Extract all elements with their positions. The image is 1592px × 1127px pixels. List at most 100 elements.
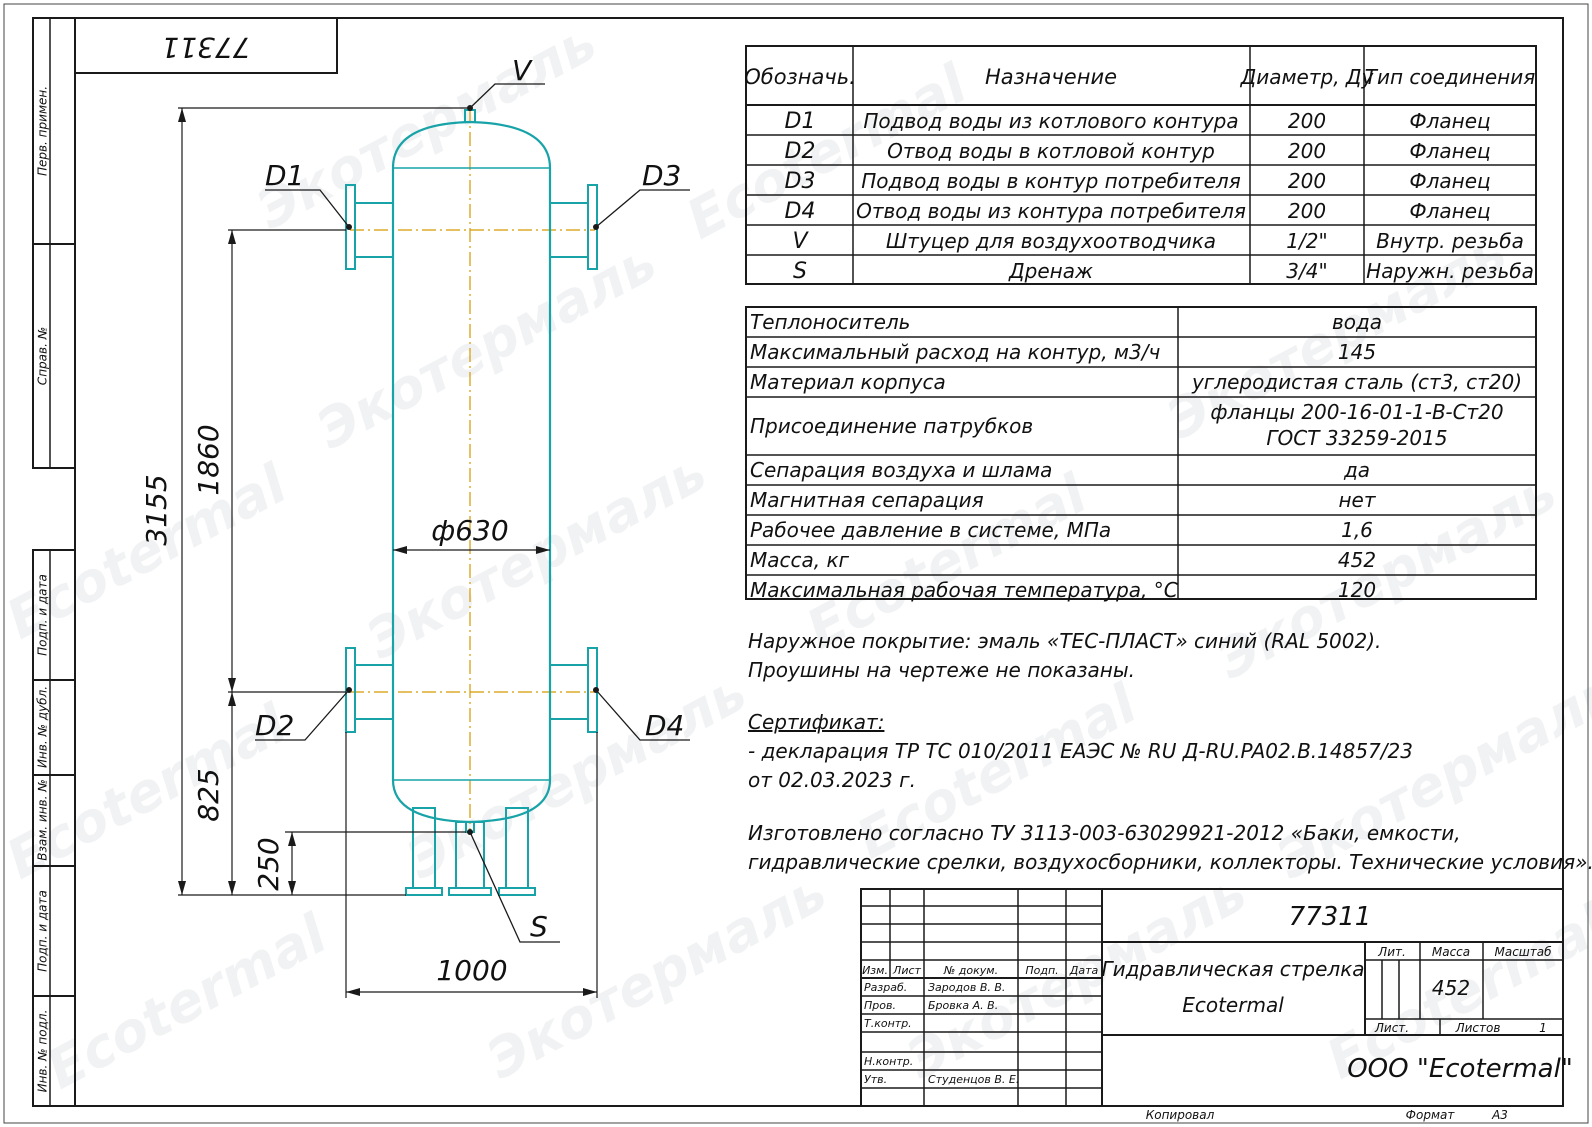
watermark: Экотермаль xyxy=(397,660,757,891)
spec-value: 145 xyxy=(1338,340,1376,364)
side-label: Подп. и дата xyxy=(36,574,50,656)
watermark: Экотермаль xyxy=(247,10,607,241)
spec-label: Максимальный расход на контур, м3/ч xyxy=(750,340,1160,364)
conn-cell: Внутр. резьба xyxy=(1376,229,1524,253)
conn-cell: 1/2" xyxy=(1286,229,1327,253)
company-name: ООО "Ecotermal" xyxy=(1347,1054,1573,1084)
spec-value: да xyxy=(1343,458,1370,482)
conn-cell: 200 xyxy=(1288,199,1326,223)
conn-cell: Подвод воды в контур потребителя xyxy=(861,169,1240,193)
conn-cell: D3 xyxy=(785,169,816,194)
vessel-shell xyxy=(391,120,552,824)
watermark: Ecotermal xyxy=(37,901,338,1101)
conn-cell: 3/4" xyxy=(1286,259,1327,283)
marker-s: S xyxy=(530,910,548,943)
role-label: Утв. xyxy=(864,1073,887,1086)
note-cert-line2: от 02.03.2023 г. xyxy=(748,768,916,792)
conn-cell: Фланец xyxy=(1409,199,1490,223)
spec-value: 1,6 xyxy=(1341,518,1373,542)
col-header: Изм. xyxy=(862,964,888,977)
side-label: Подп. и дата xyxy=(36,890,50,972)
col-header: Дата xyxy=(1069,964,1099,977)
spec-value: 120 xyxy=(1338,578,1376,602)
connections-table: Обозначь. Назначение Диаметр, Ду Тип сое… xyxy=(744,45,1537,285)
spec-value: нет xyxy=(1338,488,1376,512)
sheets-label: Листов xyxy=(1455,1021,1501,1035)
spec-value: 452 xyxy=(1338,548,1376,572)
spec-value: вода xyxy=(1332,310,1382,334)
conn-cell: Дренаж xyxy=(1008,259,1093,283)
conn-cell: Отвод воды в котловой контур xyxy=(887,139,1215,163)
conn-cell: Подвод воды из котлового контура xyxy=(863,109,1238,133)
spec-label: Масса, кг xyxy=(750,548,850,572)
note-cert-title: Сертификат: xyxy=(748,710,884,734)
watermark: Экотермаль xyxy=(1207,460,1567,691)
conn-cell: Отвод воды из контура потребителя xyxy=(856,199,1246,223)
dim-drain: 250 xyxy=(252,837,285,890)
conn-header-purpose: Назначение xyxy=(985,65,1117,89)
marker-d1: D1 xyxy=(265,159,304,192)
note-made1: Изготовлено согласно ТУ 3113-003-6302992… xyxy=(748,821,1461,845)
watermark: Экотермаль xyxy=(307,230,667,461)
col-header: № докум. xyxy=(943,964,998,977)
role-label: Т.контр. xyxy=(864,1017,912,1030)
role-label: Пров. xyxy=(864,999,896,1012)
note-coating: Наружное покрытие: эмаль «ТЕС-ПЛАСТ» син… xyxy=(748,629,1381,653)
title-drawing-number: 77311 xyxy=(1289,902,1372,932)
dim-width: 1000 xyxy=(436,954,507,987)
role-person: Зародов В. В. xyxy=(928,981,1005,994)
conn-cell: 200 xyxy=(1288,169,1326,193)
side-label: Справ. № xyxy=(36,327,50,385)
side-stamp: Перв. примен. Справ. № Подп. и дата Инв.… xyxy=(32,17,76,1107)
spec-label: Рабочее давление в системе, МПа xyxy=(750,518,1111,542)
col-header: Лист xyxy=(892,964,921,977)
note-made2: гидравлические срелки, воздухосборники, … xyxy=(748,850,1592,874)
spec-value: фланцы 200-16-01-1-B-Ст20 xyxy=(1210,400,1503,424)
side-label: Инв. № дубл. xyxy=(36,686,50,768)
mass-value: 452 xyxy=(1432,976,1470,1000)
format-label: Формат xyxy=(1406,1108,1456,1122)
mass-label: Масса xyxy=(1432,945,1470,959)
side-label: Инв. № подл. xyxy=(36,1010,50,1093)
role-person: Бровка А. В. xyxy=(928,999,998,1012)
format-value: А3 xyxy=(1491,1108,1508,1122)
conn-cell: Штуцер для воздухоотводчика xyxy=(886,229,1216,253)
marker-d4: D4 xyxy=(645,709,684,742)
conn-cell: D2 xyxy=(785,139,816,164)
conn-cell: Фланец xyxy=(1409,139,1490,163)
conn-header-type: Тип соединения xyxy=(1365,65,1536,89)
dim-total-height: 3155 xyxy=(140,474,173,545)
marker-d2: D2 xyxy=(255,709,294,742)
conn-cell: S xyxy=(793,259,807,284)
vessel-drawing: V D1 D3 D2 D4 S xyxy=(140,54,690,998)
spec-label: Магнитная сепарация xyxy=(750,488,984,512)
sheet-label: Лист. xyxy=(1374,1021,1409,1035)
copied-label: Копировал xyxy=(1146,1108,1215,1122)
conn-header-diameter: Диаметр, Ду xyxy=(1240,65,1375,89)
sheets-value: 1 xyxy=(1539,1021,1547,1035)
drawing-number-rotated: 77311 xyxy=(161,31,250,64)
col-header: Подп. xyxy=(1025,964,1058,977)
scale-label: Масштаб xyxy=(1494,945,1552,959)
side-label: Перв. примен. xyxy=(36,86,50,176)
conn-cell: Наружн. резьба xyxy=(1366,259,1534,283)
spec-label: Максимальная рабочая температура, °С xyxy=(750,578,1178,602)
conn-cell: 200 xyxy=(1288,109,1326,133)
conn-cell: Фланец xyxy=(1409,109,1490,133)
note-lugs: Проушины на чертеже не показаны. xyxy=(748,658,1135,682)
dim-between-nozzles: 1860 xyxy=(192,424,225,495)
spec-label: Присоединение патрубков xyxy=(750,414,1033,438)
note-cert-line1: - декларация ТР ТС 010/2011 ЕАЭС № RU Д-… xyxy=(748,739,1413,763)
spec-value: ГОСТ 33259-2015 xyxy=(1266,426,1447,450)
spec-label: Теплоноситель xyxy=(750,310,910,334)
spec-label: Материал корпуса xyxy=(750,370,946,394)
dim-diameter: ф630 xyxy=(431,514,508,547)
title-block: 77311 Изм. Лист № докум. Подп. Дата Разр… xyxy=(860,888,1573,1122)
marker-d3: D3 xyxy=(642,159,681,192)
conn-cell: D4 xyxy=(785,199,816,224)
role-person: Студенцов В. Е. xyxy=(928,1073,1019,1086)
lit-label: Лит. xyxy=(1377,945,1406,959)
dim-lower-nozzle: 825 xyxy=(192,768,225,821)
